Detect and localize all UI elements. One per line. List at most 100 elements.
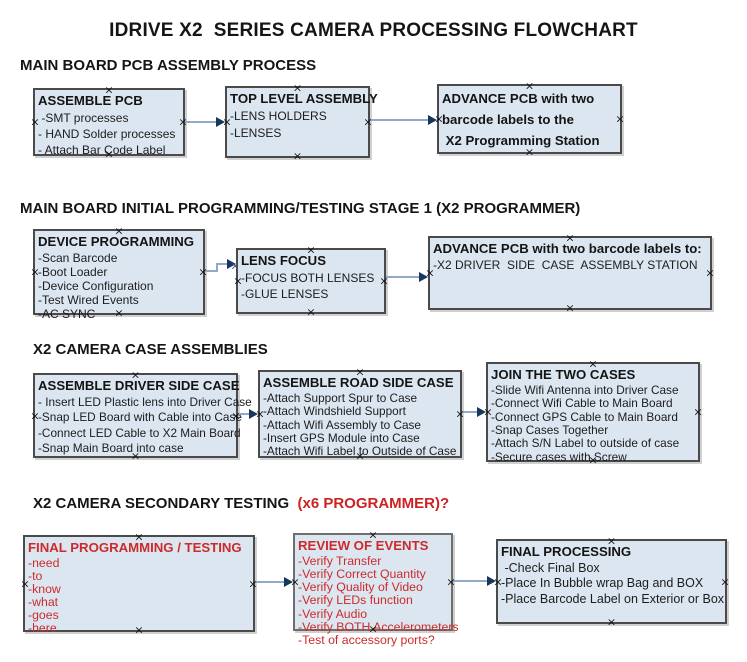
box-item: -Snap LED Board with Cable into Case bbox=[38, 410, 242, 425]
selection-handle-icon[interactable]: × bbox=[104, 83, 114, 97]
selection-handle-icon[interactable]: × bbox=[306, 305, 316, 319]
box-item: -here bbox=[28, 620, 57, 635]
flow-box-assemble-road-side-case[interactable]: × × × × ASSEMBLE ROAD SIDE CASE -Attach … bbox=[255, 365, 465, 462]
selection-handle-icon[interactable]: × bbox=[114, 306, 124, 320]
section-heading-pcb-assembly: MAIN BOARD PCB ASSEMBLY PROCESS bbox=[20, 57, 317, 74]
flow-box-final-processing[interactable]: × × × × FINAL PROCESSING -Check Final Bo… bbox=[493, 534, 730, 628]
selection-handle-icon[interactable]: × bbox=[693, 405, 703, 419]
selection-handle-icon[interactable]: × bbox=[355, 365, 365, 379]
connector-line[interactable] bbox=[216, 263, 218, 272]
flow-box-lens-focus[interactable]: × × × × LENS FOCUS -FOCUS BOTH LENSES -G… bbox=[233, 243, 389, 318]
selection-handle-icon[interactable]: × bbox=[114, 224, 124, 238]
box-item: -Verify Correct Quantity bbox=[298, 567, 426, 582]
selection-handle-icon[interactable]: × bbox=[606, 534, 617, 548]
selection-handle-icon[interactable]: × bbox=[606, 615, 617, 629]
box-item: - Insert LED Plastic lens into Driver Ca… bbox=[38, 394, 252, 409]
box-title: ADVANCE PCB with two barcode labels to t… bbox=[442, 91, 600, 148]
selection-handle-icon[interactable]: × bbox=[198, 265, 208, 279]
selection-handle-icon[interactable]: × bbox=[130, 368, 141, 382]
selection-handle-icon[interactable]: × bbox=[248, 577, 258, 590]
selection-handle-icon[interactable]: × bbox=[615, 112, 625, 126]
selection-handle-icon[interactable]: × bbox=[524, 145, 535, 159]
selection-handle-icon[interactable]: × bbox=[565, 301, 575, 315]
selection-handle-icon[interactable]: × bbox=[368, 622, 378, 636]
flow-box-advance-pcb-programming-station[interactable]: × × × × ADVANCE PCB with two barcode lab… bbox=[434, 79, 625, 158]
selection-handle-icon[interactable]: × bbox=[178, 115, 188, 129]
connector-line[interactable] bbox=[386, 276, 419, 278]
selection-handle-icon[interactable]: × bbox=[104, 147, 114, 161]
box-item: -to bbox=[28, 568, 43, 583]
flow-box-assemble-driver-side-case[interactable]: × × × × ASSEMBLE DRIVER SIDE CASE - Inse… bbox=[30, 368, 252, 462]
flow-box-assemble-pcb[interactable]: × × × × ASSEMBLE PCB -SMT processes - HA… bbox=[30, 83, 188, 160]
selection-handle-icon[interactable]: × bbox=[588, 357, 598, 371]
arrowhead-icon bbox=[249, 409, 258, 419]
flow-box-join-the-two-cases[interactable]: × × × × JOIN THE TWO CASES -Slide Wifi A… bbox=[483, 357, 703, 466]
connector-line[interactable] bbox=[205, 270, 218, 272]
arrowhead-icon bbox=[419, 272, 428, 282]
box-item: -Connect GPS Cable to Main Board bbox=[491, 409, 678, 424]
selection-handle-icon[interactable]: × bbox=[134, 623, 144, 637]
selection-handle-icon[interactable]: × bbox=[524, 79, 535, 93]
selection-handle-icon[interactable]: × bbox=[446, 575, 456, 589]
box-item: -Place Barcode Label on Exterior or Box bbox=[501, 591, 725, 606]
selection-handle-icon[interactable]: × bbox=[306, 243, 316, 257]
selection-handle-icon[interactable]: × bbox=[292, 81, 303, 95]
section-heading-initial-programming: MAIN BOARD INITIAL PROGRAMMING/TESTING S… bbox=[20, 200, 581, 217]
selection-handle-icon[interactable]: × bbox=[483, 405, 493, 419]
box-title: DEVICE PROGRAMMING bbox=[38, 234, 195, 249]
selection-handle-icon[interactable]: × bbox=[30, 409, 40, 422]
selection-handle-icon[interactable]: × bbox=[363, 115, 373, 129]
flow-box-review-of-events[interactable]: × × × × REVIEW OF EVENTS -Verify Transfe… bbox=[290, 528, 458, 647]
flow-box-advance-pcb-driver-side[interactable]: × × × × ADVANCE PCB with two barcode lab… bbox=[425, 231, 715, 314]
selection-handle-icon[interactable]: × bbox=[565, 231, 575, 245]
box-item: -Connect LED Cable to X2 Main Board bbox=[38, 425, 241, 440]
selection-handle-icon[interactable]: × bbox=[705, 266, 715, 280]
connector-line[interactable] bbox=[238, 413, 249, 415]
connector-endpoint-handle-icon[interactable]: × bbox=[230, 259, 240, 273]
selection-handle-icon[interactable]: × bbox=[233, 274, 243, 288]
selection-handle-icon[interactable]: × bbox=[355, 449, 365, 463]
box-title: FINAL PROCESSING bbox=[501, 544, 632, 559]
box-item: -Check Final Box bbox=[501, 560, 600, 575]
connector-line[interactable] bbox=[462, 411, 477, 413]
box-item: -Secure cases with Screw bbox=[491, 449, 627, 464]
flow-box-top-level-assembly[interactable]: × × × × TOP LEVEL ASSEMBLY -LENS HOLDERS… bbox=[222, 81, 377, 162]
selection-handle-icon[interactable]: × bbox=[231, 409, 241, 422]
box-item: -LENS HOLDERS bbox=[230, 108, 327, 123]
selection-handle-icon[interactable]: × bbox=[368, 528, 378, 542]
selection-handle-icon[interactable]: × bbox=[379, 274, 389, 288]
box-item: - Attach Bar Code Label bbox=[38, 142, 166, 157]
connector-line[interactable] bbox=[453, 580, 487, 582]
selection-handle-icon[interactable]: × bbox=[434, 112, 444, 126]
box-item: -Boot Loader bbox=[38, 264, 108, 279]
box-item: -Verify Audio bbox=[298, 606, 368, 621]
connector-line[interactable] bbox=[216, 263, 227, 265]
selection-handle-icon[interactable]: × bbox=[720, 575, 730, 588]
selection-handle-icon[interactable]: × bbox=[588, 453, 598, 467]
connector-line[interactable] bbox=[185, 121, 216, 123]
selection-handle-icon[interactable]: × bbox=[255, 407, 265, 421]
box-item: -Test of accessory ports? bbox=[298, 633, 435, 648]
selection-handle-icon[interactable]: × bbox=[292, 149, 303, 163]
connector-line[interactable] bbox=[255, 581, 284, 583]
flow-box-final-programming-testing[interactable]: × × × × FINAL PROGRAMMING / TESTING -nee… bbox=[20, 530, 258, 636]
selection-handle-icon[interactable]: × bbox=[134, 530, 144, 544]
box-title: ASSEMBLE DRIVER SIDE CASE bbox=[38, 378, 240, 393]
selection-handle-icon[interactable]: × bbox=[493, 575, 503, 588]
flow-box-device-programming[interactable]: × × × × DEVICE PROGRAMMING -Scan Barcode… bbox=[30, 224, 208, 321]
selection-handle-icon[interactable]: × bbox=[30, 115, 40, 129]
selection-handle-icon[interactable]: × bbox=[222, 115, 232, 129]
connector-line[interactable] bbox=[370, 119, 428, 121]
box-item: -X2 DRIVER SIDE CASE ASSEMBLY STATION bbox=[433, 257, 698, 272]
selection-handle-icon[interactable]: × bbox=[130, 449, 141, 463]
box-item: -Attach Wifi Label to Outside of Case bbox=[263, 444, 457, 459]
box-item: -SMT processes bbox=[38, 110, 129, 125]
selection-handle-icon[interactable]: × bbox=[425, 266, 435, 280]
box-item: -Test Wired Events bbox=[38, 292, 139, 307]
selection-handle-icon[interactable]: × bbox=[30, 265, 40, 279]
box-title: ASSEMBLE ROAD SIDE CASE bbox=[263, 375, 454, 390]
selection-handle-icon[interactable]: × bbox=[290, 575, 300, 589]
selection-handle-icon[interactable]: × bbox=[455, 407, 465, 421]
selection-handle-icon[interactable]: × bbox=[20, 577, 30, 590]
